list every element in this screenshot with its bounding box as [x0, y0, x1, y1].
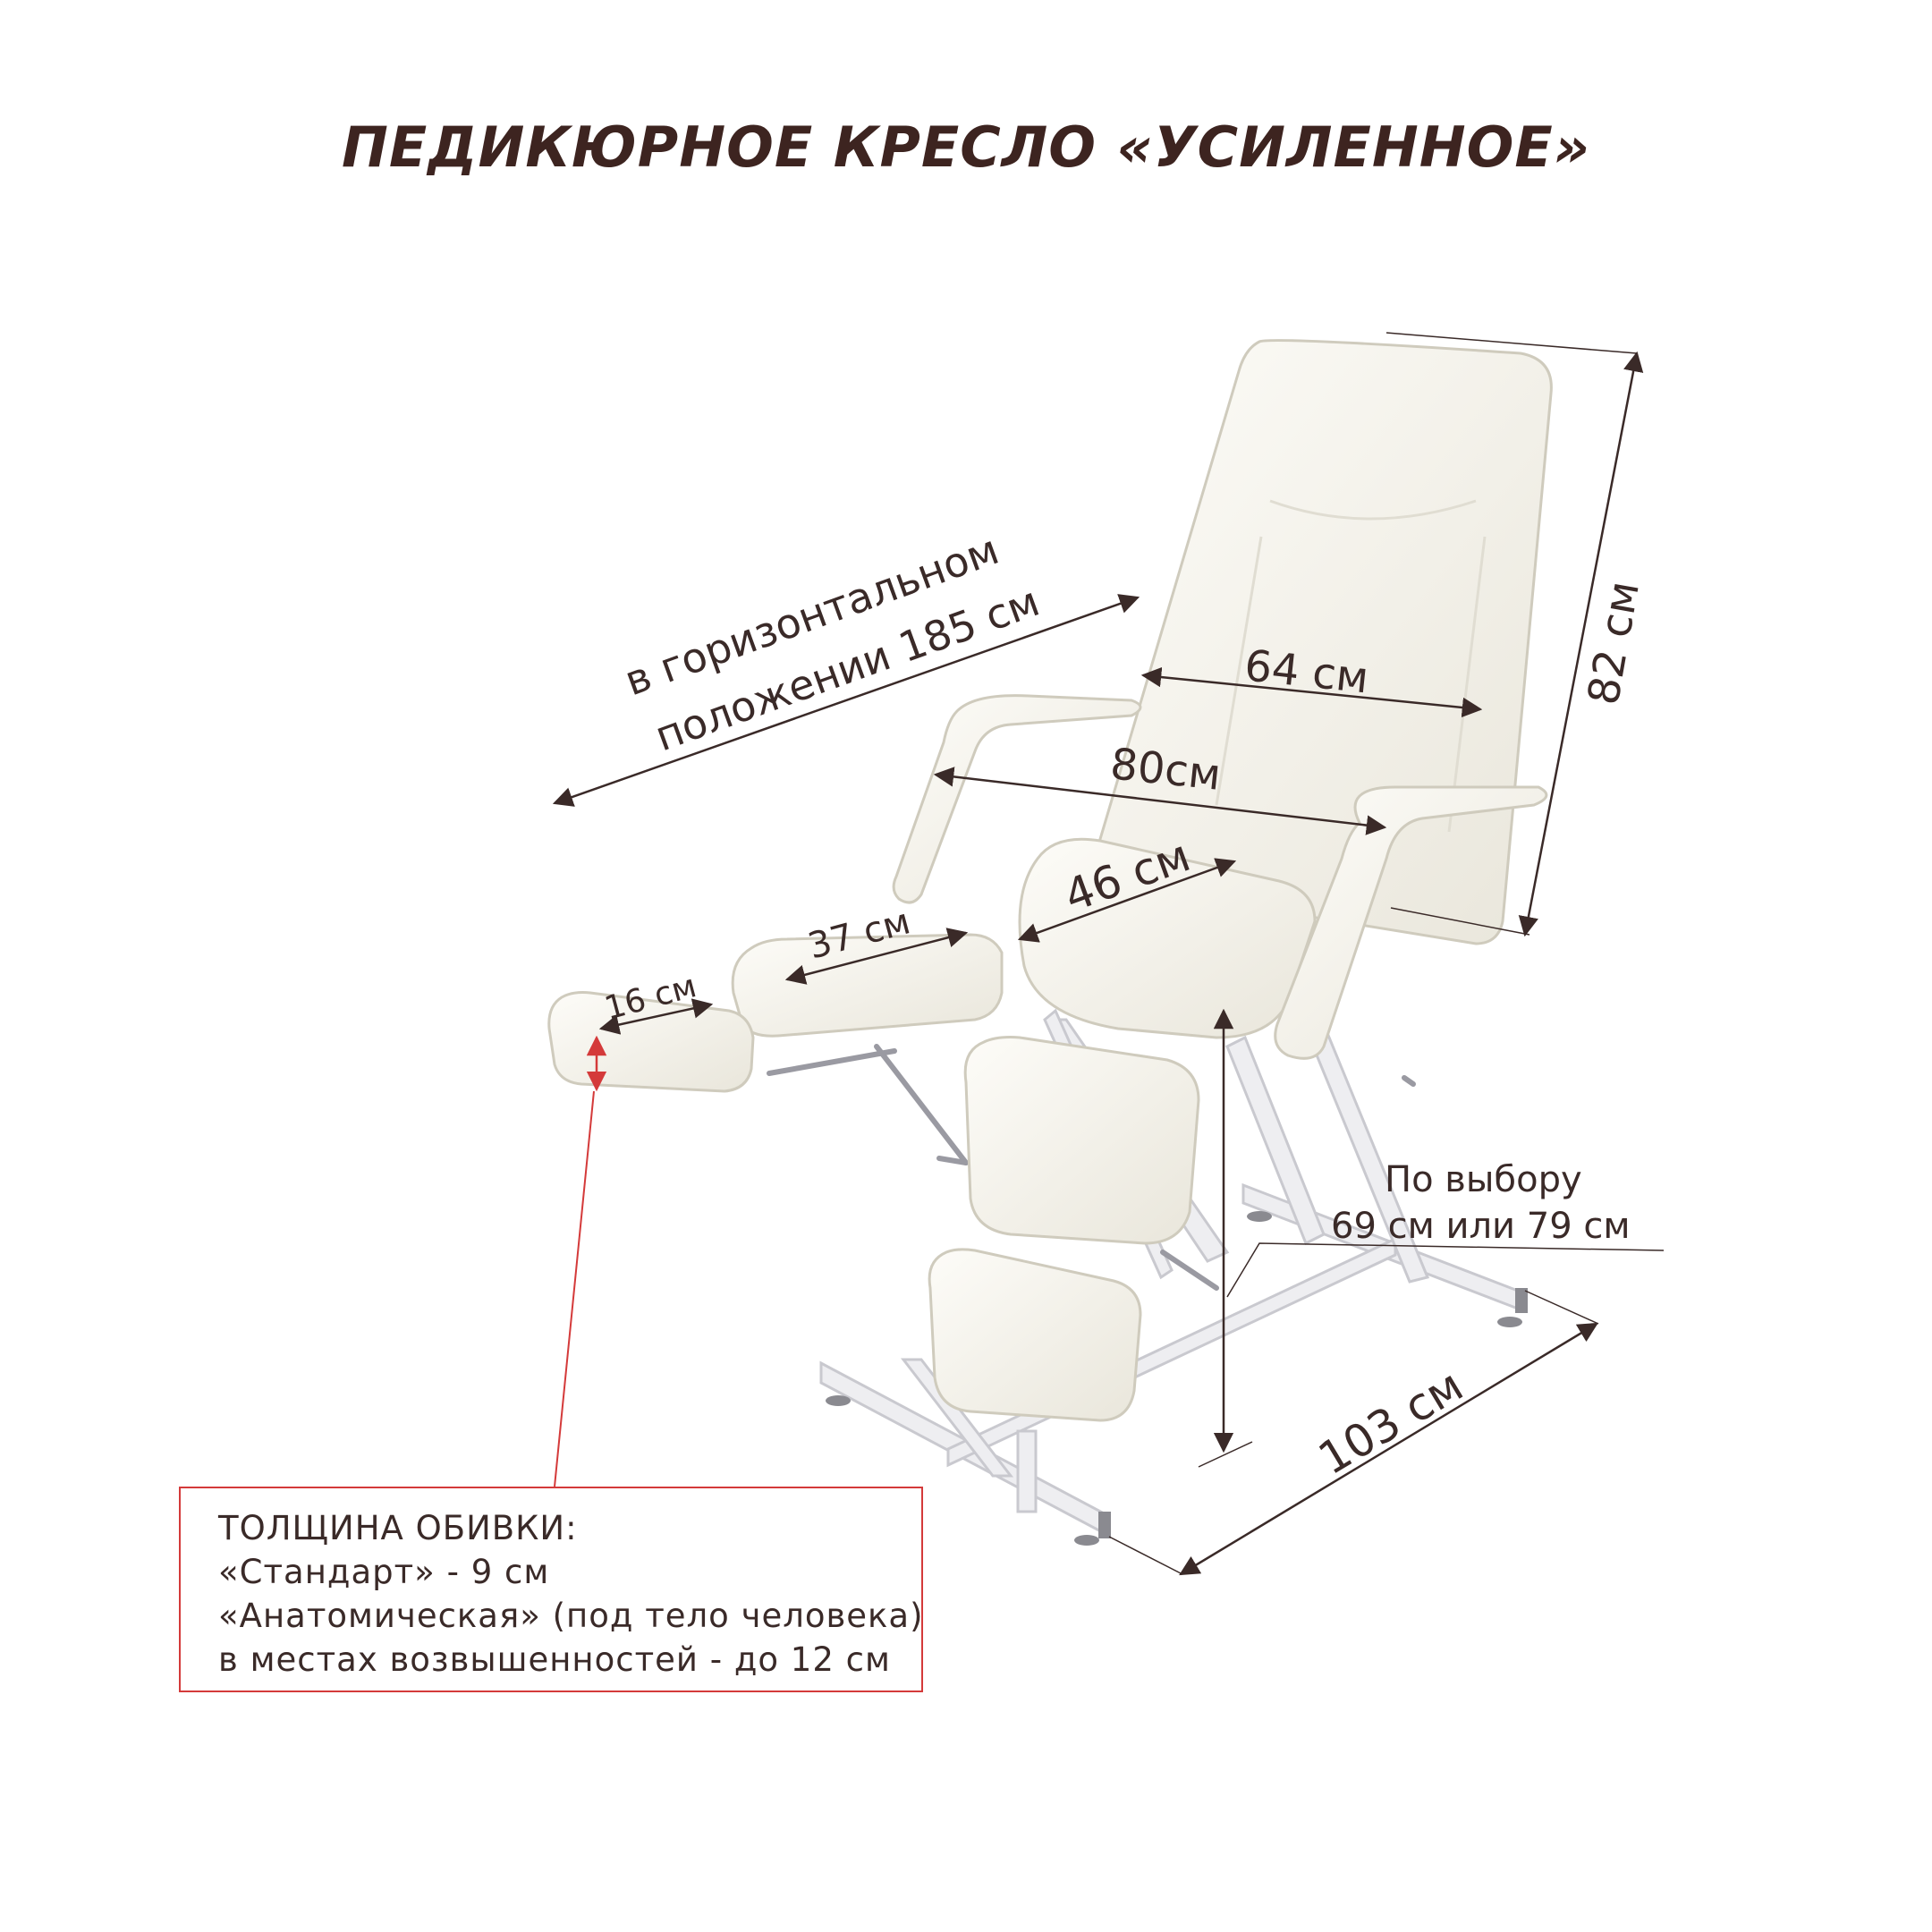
dim-ext-seat-floor	[1198, 1441, 1253, 1468]
armrest-right	[1274, 785, 1548, 1060]
dim-line-46	[1017, 858, 1237, 943]
calf-pad-upper	[963, 1036, 1200, 1245]
upholstery-thickness-note: ТОЛЩИНА ОБИВКИ: «Стандарт» - 9 см «Анато…	[179, 1487, 923, 1692]
dim-line-16	[598, 998, 714, 1035]
label-base-length: 103 см	[1309, 1360, 1471, 1486]
dim-line-103	[1179, 1322, 1598, 1576]
front-leg-right	[1016, 1429, 1038, 1513]
label-option-line2: 69 см или 79 см	[1331, 1206, 1631, 1247]
note-heading: ТОЛЩИНА ОБИВКИ:	[218, 1509, 578, 1547]
base-feet	[826, 1211, 1528, 1546]
front-leg-left	[900, 1358, 1014, 1478]
note-elevations: в местах возвышенностей - до 12 см	[218, 1640, 891, 1679]
note-standard: «Стандарт» - 9 см	[218, 1553, 550, 1591]
chrome-rods	[767, 1044, 1416, 1291]
dim-ext-103-left	[1108, 1536, 1183, 1575]
thickness-indicator	[554, 1035, 607, 1487]
rear-leg-left	[1225, 1035, 1326, 1246]
calf-pad-lower	[928, 1248, 1142, 1422]
dim-ext-103-right	[1524, 1290, 1599, 1325]
dim-line-80	[933, 767, 1387, 835]
dimension-lines	[552, 332, 1665, 1576]
dim-line-64	[1140, 666, 1483, 718]
label-option-line1: По выбору	[1385, 1159, 1582, 1200]
label-armrest-width: 80см	[1108, 739, 1224, 801]
note-anatomical: «Анатомическая» (под тело человека)	[218, 1597, 924, 1635]
dim-line-37	[784, 928, 969, 985]
dim-line-185	[552, 594, 1140, 807]
dim-ext-option	[1226, 1242, 1665, 1298]
page-title: ПЕДИКЮРНОЕ КРЕСЛО «УСИЛЕННОЕ»	[342, 114, 1590, 180]
dim-ext-82-top	[1385, 332, 1638, 354]
dim-ext-82-bottom	[1390, 907, 1530, 936]
dim-line-82	[1518, 351, 1644, 937]
